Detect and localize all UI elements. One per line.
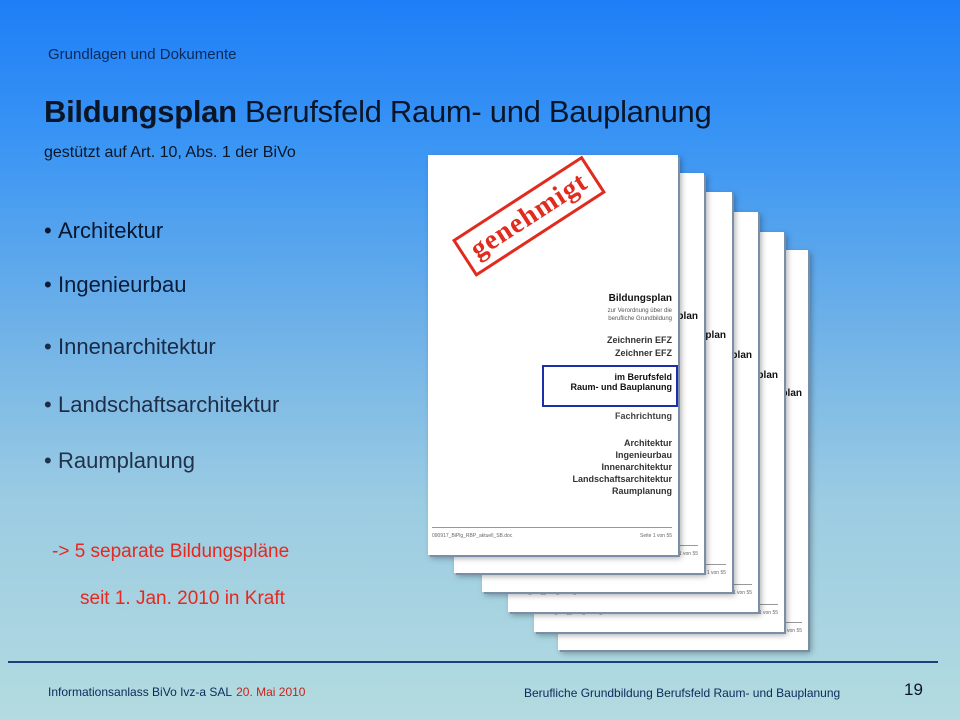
bullet-icon: • [44,218,52,243]
doc-list-item: Architektur [623,438,672,448]
doc-footer-page: Seite 1 von 55 [720,590,752,596]
note-in-force: seit 1. Jan. 2010 in Kraft [80,588,285,609]
note-separate-plans: -> 5 separate Bildungspläne [52,541,290,562]
doc-footer-page: Seite 1 von 55 [666,551,698,557]
bullet-item-raumplanung: •Raumplanung [44,448,195,474]
doc-efz-female: Zeichnerin EFZ [606,335,672,345]
bullet-item-landschaftsarchitektur: •Landschaftsarchitektur [44,392,279,418]
doc-list-item: Raumplanung [612,486,672,496]
doc-footer-page: Seite 1 von 55 [770,628,802,634]
bullet-icon: • [44,272,52,297]
doc-list-item: Innenarchitektur [601,462,672,472]
footer-event-label: Informationsanlass BiVo Ivz-a SAL [48,685,233,699]
bullet-item-ingenieurbau: •Ingenieurbau [44,272,186,298]
footer-divider [8,661,938,663]
doc-box-line1: im Berufsfeld [614,372,672,382]
bullet-label: Ingenieurbau [58,272,187,297]
bullet-label: Innenarchitektur [58,334,216,359]
doc-highlight-box: im Berufsfeld Raum- und Bauplanung [542,365,678,407]
doc-box-line2: Raum- und Bauplanung [570,382,673,392]
doc-footer-file: 090917_BiPlg_RBP_aktuell_SB.doc [486,570,567,576]
doc-footer-file: 090917_BiPlg_RBP_aktuell_SB.doc [432,533,513,539]
section-label: Grundlagen und Dokumente [48,46,237,63]
bullet-label: Raumplanung [58,448,195,473]
doc-footer-line [432,527,672,528]
doc-footer-page: Seite 1 von 55 [746,610,778,616]
slide-title-bold: Bildungsplan [44,94,237,129]
doc-subtitle-line1: zur Verordnung über die [607,308,672,314]
doc-footer-file: 090917_BiPlg_RBP_aktuell_SB.doc [512,590,593,596]
bullet-item-innenarchitektur: •Innenarchitektur [44,334,216,360]
footer-topic: Berufliche Grundbildung Berufsfeld Raum-… [524,686,841,700]
doc-list-item: Landschaftsarchitektur [572,474,672,484]
bullet-label: Architektur [58,218,164,243]
bullet-icon: • [44,392,52,417]
doc-subtitle-line2: berufliche Grundbildung [608,316,672,322]
page-number: 19 [904,680,923,699]
doc-efz-male: Zeichner EFZ [614,348,672,358]
doc-title: Bildungsplan [608,293,672,304]
doc-footer-page: Seite 1 von 55 [640,533,672,539]
bullet-item-architektur: •Architektur [44,218,163,244]
document-page-front: Bildungsplan zur Verordnung über die beru… [428,155,678,555]
doc-fachrichtung: Fachrichtung [614,411,672,421]
slide-title: Bildungsplan Berufsfeld Raum- und Baupla… [44,94,712,130]
doc-footer-file: 090917_BiPlg_RBP_aktuell_SB.doc [538,610,619,616]
bullet-icon: • [44,334,52,359]
doc-subtitle: zur Verordnung über die berufliche Grundb… [608,307,672,323]
doc-list-item: Ingenieurbau [615,450,672,460]
bullet-label: Landschaftsarchitektur [58,392,280,417]
slide-title-rest: Berufsfeld Raum- und Bauplanung [236,94,712,129]
doc-fachrichtung-list: Architektur Ingenieurbau Innenarchitektu… [572,437,672,497]
doc-footer-page: Seite 1 von 55 [694,570,726,576]
footer-date: 20. Mai 2010 [236,685,306,699]
slide-subtitle: gestützt auf Art. 10, Abs. 1 der BiVo [44,144,296,161]
bullet-icon: • [44,448,52,473]
